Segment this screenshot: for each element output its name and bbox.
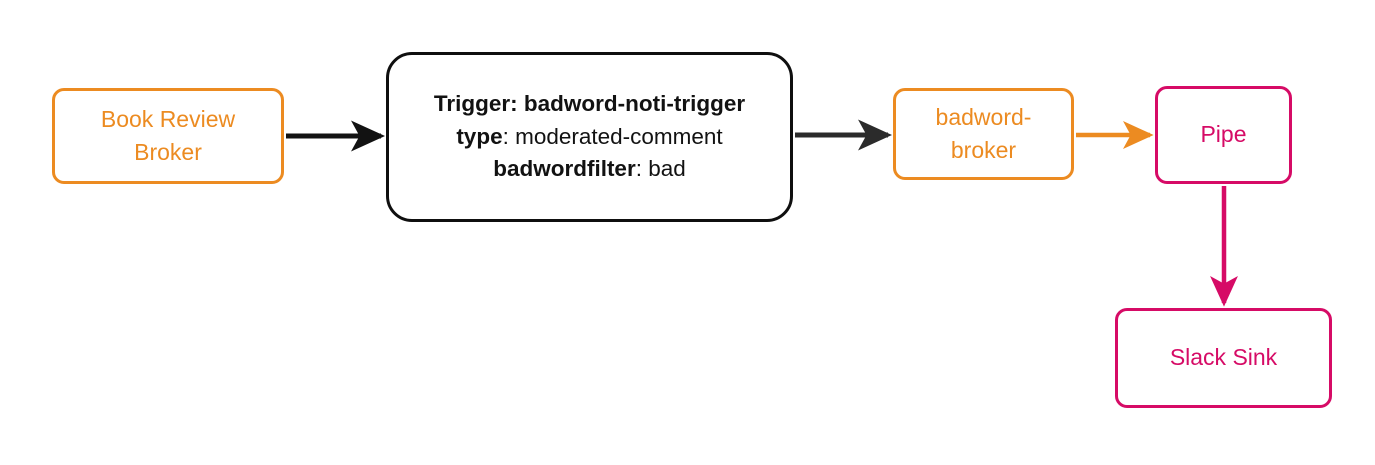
node-badword-broker[interactable]: badword- broker xyxy=(893,88,1074,180)
node-label-book-review-broker: Book Review Broker xyxy=(101,103,235,170)
trigger-line-type: type: moderated-comment xyxy=(456,121,722,154)
node-label-slack-sink: Slack Sink xyxy=(1169,344,1278,371)
trigger-name-text: Trigger: badword-noti-trigger xyxy=(433,91,746,117)
node-book-review-broker[interactable]: Book Review Broker xyxy=(52,88,284,184)
node-slack-sink[interactable]: Slack Sink xyxy=(1115,308,1332,408)
trigger-line-name: Trigger: badword-noti-trigger xyxy=(434,88,745,121)
node-label-line-1: badword- xyxy=(935,103,1032,130)
node-label-badword-broker: badword- broker xyxy=(936,101,1032,168)
trigger-badwordfilter-separator: : xyxy=(635,156,649,182)
node-trigger[interactable]: Trigger: badword-noti-trigger type: mode… xyxy=(386,52,793,222)
node-pipe[interactable]: Pipe xyxy=(1155,86,1292,184)
trigger-badwordfilter-key: badwordfilter xyxy=(493,156,636,182)
trigger-badwordfilter-value: bad xyxy=(648,156,686,182)
trigger-line-badwordfilter: badwordfilter: bad xyxy=(493,153,686,186)
trigger-type-key: type xyxy=(456,123,503,149)
node-label-line-1: Book Review xyxy=(100,105,236,132)
trigger-type-separator: : xyxy=(502,123,516,149)
node-label-line-2: Broker xyxy=(134,139,202,165)
trigger-type-value: moderated-comment xyxy=(515,123,723,149)
node-label-pipe: Pipe xyxy=(1200,121,1247,148)
node-label-line-2: broker xyxy=(950,137,1017,163)
